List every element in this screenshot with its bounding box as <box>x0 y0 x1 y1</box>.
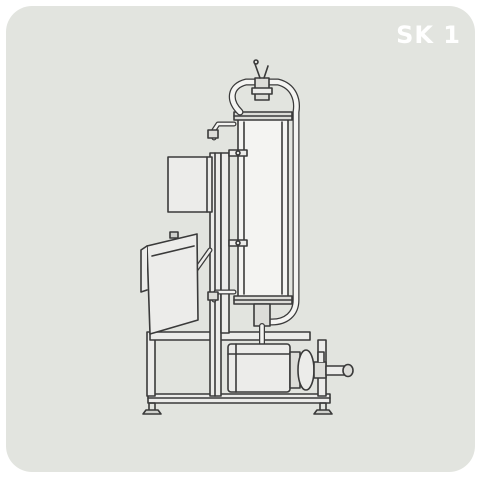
outlet-pipe <box>253 303 271 349</box>
return-pipe <box>228 78 300 326</box>
leveling-feet <box>142 402 333 415</box>
control-box <box>167 156 213 213</box>
inlet-fitting <box>313 351 354 379</box>
column-clamps <box>228 149 248 247</box>
support-column <box>209 152 230 397</box>
top-vent-valve <box>251 59 273 101</box>
side-nozzles <box>207 121 237 303</box>
column-tube <box>233 111 293 305</box>
pump-motor <box>227 343 315 393</box>
control-panel <box>140 231 199 335</box>
model-badge: SK 1 <box>396 21 461 49</box>
